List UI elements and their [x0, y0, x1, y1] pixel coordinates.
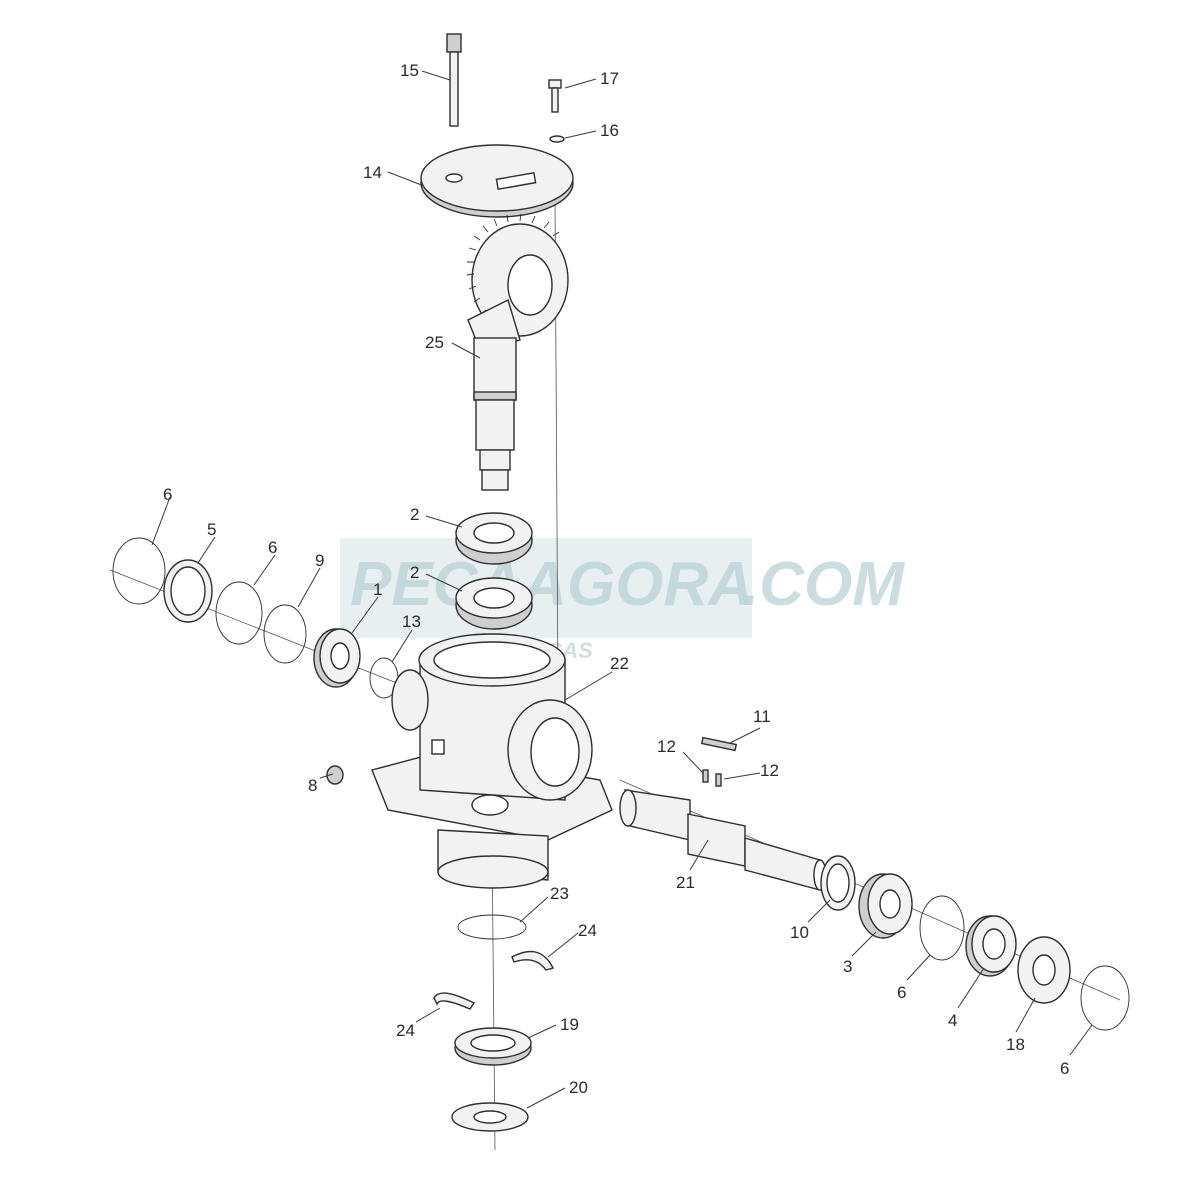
- part-20-washer: [451, 1102, 529, 1132]
- part-18-washer: [1017, 936, 1071, 1004]
- callout-25: 25: [425, 333, 444, 352]
- callout-4: 4: [948, 1011, 957, 1030]
- callout-13: 13: [402, 612, 421, 631]
- callout-24-left: 24: [396, 1021, 415, 1040]
- part-10-washer: [820, 855, 856, 911]
- part-6-circlip-left-inner: [215, 581, 263, 645]
- part-21-input-shaft: [619, 789, 827, 891]
- part-15-long-bolt: [446, 33, 462, 127]
- callout-labels: 15 17 16 14 25 6 5 6 9 1 13 2 2 22 11 12…: [163, 61, 1069, 1097]
- callout-6-right-outer: 6: [1060, 1059, 1069, 1078]
- callout-12-left: 12: [657, 737, 676, 756]
- callout-17: 17: [600, 69, 619, 88]
- callout-23: 23: [550, 884, 569, 903]
- part-14-cover-plate: [420, 144, 574, 218]
- watermark: PECAAGORA .COM AUTOPEÇAS: [340, 538, 905, 663]
- part-3-bearing: [858, 873, 913, 939]
- callout-11: 11: [753, 707, 771, 726]
- callout-21: 21: [676, 873, 695, 892]
- callout-8: 8: [308, 776, 317, 795]
- callout-6-left-inner: 6: [268, 538, 277, 557]
- callout-18: 18: [1006, 1035, 1025, 1054]
- watermark-brand: PECAAGORA: [350, 550, 753, 619]
- callout-22: 22: [610, 654, 629, 673]
- part-17-bolt: [548, 79, 562, 113]
- callout-5: 5: [207, 520, 216, 539]
- part-19-seal: [454, 1027, 532, 1066]
- part-25-gear-shaft: [466, 213, 569, 491]
- part-4-seal: [965, 915, 1017, 977]
- callout-2-upper: 2: [410, 505, 419, 524]
- callout-24-right: 24: [578, 921, 597, 940]
- part-23-circlip: [457, 914, 527, 940]
- callout-15: 15: [400, 61, 419, 80]
- part-6-circlip-left-outer: [112, 537, 166, 605]
- callout-19: 19: [560, 1015, 579, 1034]
- part-16-washer: [549, 135, 565, 143]
- callout-1: 1: [373, 580, 382, 599]
- part-1-bearing: [313, 628, 361, 688]
- callout-10: 10: [790, 923, 809, 942]
- callout-3: 3: [843, 957, 852, 976]
- part-2-bearing-lower: [455, 577, 533, 630]
- part-5-seal: [163, 559, 213, 623]
- callout-12-right: 12: [760, 761, 779, 780]
- part-24-half-ring-left: [433, 992, 476, 1010]
- callout-6-right-inner: 6: [897, 983, 906, 1002]
- part-12-pin-left: [702, 769, 709, 783]
- callout-6-left-outer: 6: [163, 485, 172, 504]
- part-12-pin-right: [715, 773, 722, 787]
- callout-20: 20: [569, 1078, 588, 1097]
- part-11-key: [700, 736, 738, 752]
- callout-9: 9: [315, 551, 324, 570]
- callout-14: 14: [363, 163, 382, 182]
- callout-leaders: [151, 70, 1093, 1109]
- callout-2-lower: 2: [410, 563, 419, 582]
- part-6-circlip-right-inner: [919, 895, 965, 961]
- part-22-gearbox-housing: [371, 633, 613, 889]
- part-24-half-ring-right: [511, 950, 555, 971]
- part-6-circlip-right-outer: [1080, 965, 1130, 1031]
- part-9-shim: [263, 604, 307, 664]
- watermark-domain: .COM: [742, 550, 905, 619]
- assembly-axes: [109, 199, 1121, 1151]
- callout-16: 16: [600, 121, 619, 140]
- part-2-bearing-upper: [455, 512, 533, 565]
- part-8-plug: [326, 765, 344, 785]
